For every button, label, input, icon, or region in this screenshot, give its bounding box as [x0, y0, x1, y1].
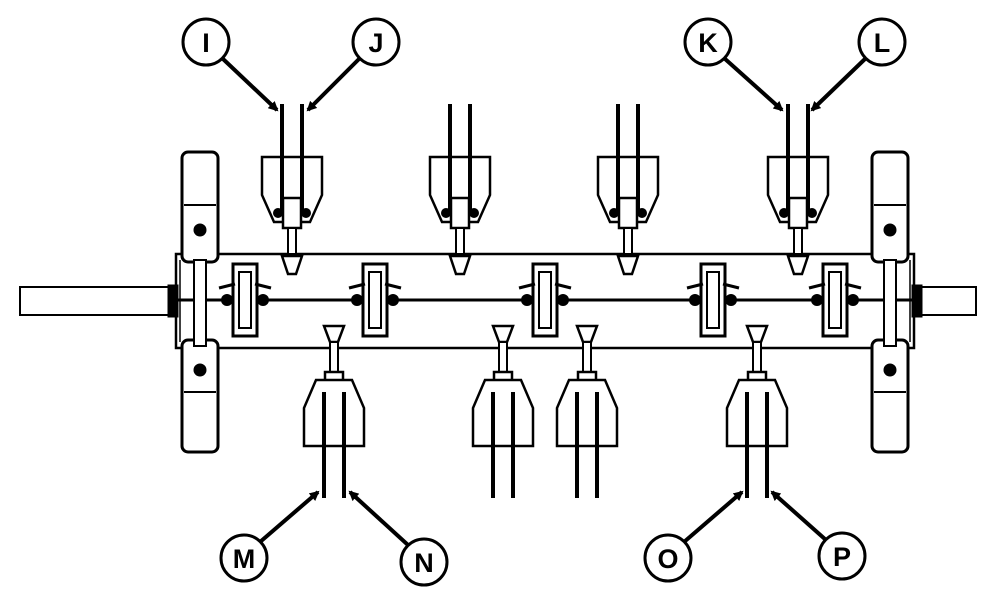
callout-label-I: I [202, 28, 210, 58]
callout-label-L: L [874, 28, 891, 58]
row-unit-upper [260, 104, 324, 276]
gauge-wheel-right [870, 150, 923, 454]
toolbar-clamp [808, 262, 862, 338]
callout-label-P: P [833, 542, 851, 572]
callout-label-K: K [698, 28, 718, 58]
row-unit-upper [596, 104, 660, 276]
row-unit-upper [428, 104, 492, 276]
callout-N: N [348, 490, 449, 587]
toolbar-clamp [218, 262, 272, 338]
callout-label-J: J [368, 28, 383, 58]
callout-K: K [683, 17, 784, 112]
upper-row-units [260, 104, 830, 276]
callout-L: L [810, 17, 907, 112]
toolbar-clamp [686, 262, 740, 338]
callout-label-N: N [414, 548, 434, 578]
row-unit-lower [471, 324, 535, 498]
callout-I: I [181, 17, 279, 112]
row-unit-lower [725, 324, 789, 498]
axle-shaft [19, 286, 977, 316]
row-unit-lower [555, 324, 619, 498]
toolbar-clamp [348, 262, 402, 338]
toolbar-clamps [218, 262, 862, 338]
gauge-wheel-left [167, 150, 220, 454]
callout-label-O: O [657, 544, 678, 574]
callout-O: O [643, 490, 744, 583]
toolbar-clamp [518, 262, 572, 338]
callout-M: M [219, 490, 320, 583]
row-unit-lower [302, 324, 366, 498]
row-unit-upper [766, 104, 830, 276]
callout-J: J [306, 17, 401, 112]
callout-P: P [770, 490, 867, 581]
lower-row-units [302, 324, 789, 498]
callout-label-M: M [233, 544, 256, 574]
